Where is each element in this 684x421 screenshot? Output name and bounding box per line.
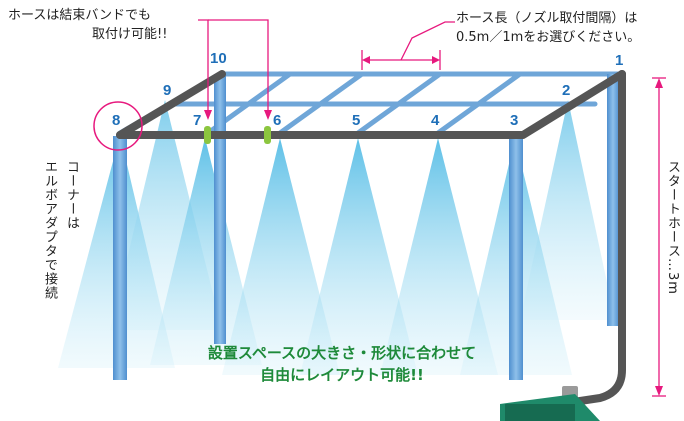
corner-callout-line2: エルボアダプタで接続 — [42, 160, 57, 300]
post — [607, 74, 619, 326]
nozzle-number: 8 — [112, 112, 121, 129]
mist-spray — [300, 138, 418, 375]
post — [214, 74, 226, 344]
start-hose-label: スタートホース…3m — [665, 160, 680, 295]
corner-highlight — [93, 101, 143, 151]
nozzle-number: 9 — [163, 82, 172, 99]
length-callout-line1: ホース長（ノズル取付間隔）は — [456, 11, 638, 26]
pump — [500, 386, 600, 421]
post — [509, 136, 523, 380]
arrow-head — [655, 78, 663, 88]
main-hose — [116, 70, 626, 408]
arrow-head — [655, 386, 663, 396]
nozzle-number: 2 — [562, 82, 571, 99]
mist-spray — [150, 138, 262, 365]
nozzle-number: 6 — [273, 112, 282, 129]
post — [113, 136, 127, 380]
arrow-head — [362, 56, 370, 64]
arrow-head — [264, 110, 272, 120]
mist-spray — [520, 100, 615, 320]
mist-spray — [380, 138, 498, 375]
nozzle-number: 10 — [210, 50, 227, 67]
mist-spray — [222, 138, 340, 375]
band-callout-line2: 取付け可能!! — [92, 27, 168, 42]
arrow-head — [204, 110, 212, 120]
mist-sprays — [58, 100, 615, 375]
nozzle-number: 5 — [352, 112, 361, 129]
binding-band — [204, 126, 211, 144]
caption-line1: 設置スペースの大きさ・形状に合わせて — [207, 344, 477, 362]
nozzle-number: 3 — [510, 112, 519, 129]
arrow-head — [432, 56, 440, 64]
band-callout-arrows — [198, 19, 269, 112]
spacing-marker — [361, 21, 455, 70]
caption-line2: 自由にレイアウト可能!! — [260, 366, 424, 384]
length-callout-line2: 0.5m／1mをお選びください。 — [456, 30, 641, 45]
corner-callout-line1: コーナーは — [64, 160, 79, 230]
nozzle-number: 4 — [431, 112, 440, 129]
nozzle-number: 7 — [193, 112, 202, 129]
band-callout-line1: ホースは結束バンドでも — [8, 8, 152, 23]
nozzle-number: 1 — [615, 52, 624, 69]
binding-band — [264, 126, 271, 144]
